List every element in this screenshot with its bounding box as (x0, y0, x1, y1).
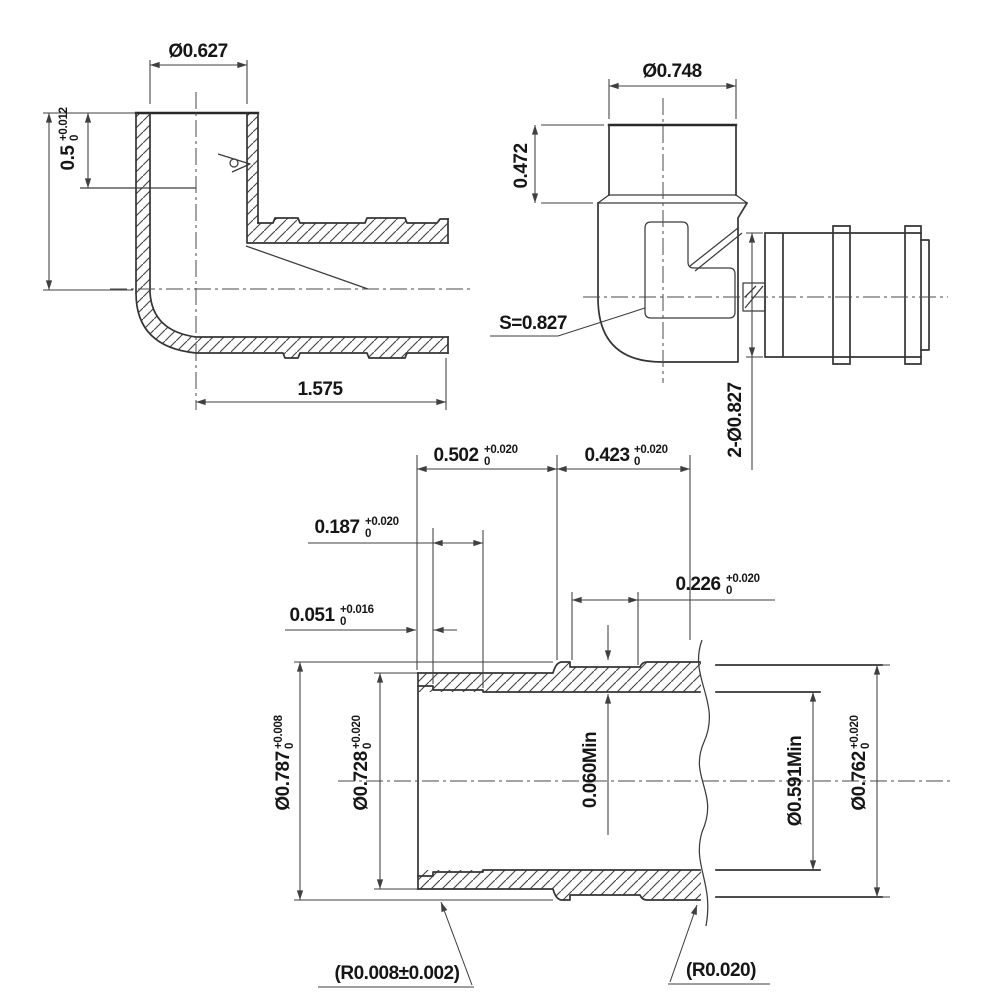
side-cone-edges (689, 227, 743, 272)
detail-outer-top (417, 661, 701, 674)
detail-dim-d-text: 0.051 (289, 605, 335, 626)
front-wall-hatch-right (247, 113, 448, 243)
detail-dim-od728-tol-minus: 0 (362, 743, 374, 749)
detail-dim-b-tol-minus: 0 (634, 456, 640, 468)
detail-dim-e-tol-plus: +0.020 (726, 573, 760, 585)
side-dim-dia-text: Ø0.748 (642, 61, 701, 82)
front-outer-top-barbs (257, 217, 449, 224)
detail-bore-bottom (417, 869, 701, 877)
side-dim-height-textgroup: 0.472 (511, 143, 532, 188)
detail-dim-od762-text: Ø0.762 (849, 751, 870, 810)
front-dim-depth-textgroup: 0.5 +0.012 0 (58, 107, 81, 170)
front-inner-left (149, 112, 449, 338)
front-dim-depth-tol-minus: 0 (69, 135, 81, 141)
detail-dim-od787-tol-plus: +0.008 (273, 714, 285, 749)
detail-dim-bore-textgroup: Ø0.591Min (785, 736, 806, 827)
side-barb-ring-1 (832, 225, 851, 365)
detail-dim-od728-text: Ø0.728 (351, 751, 372, 810)
detail-break-line (697, 639, 710, 927)
detail-dim-b-tol-plus: +0.020 (634, 444, 668, 456)
view-side: Ø0.748 0.472 S=0.827 2-Ø0.827 (490, 61, 948, 470)
detail-dim-od787-tol-minus: 0 (284, 743, 296, 749)
detail-dim-a-tol-plus: +0.020 (484, 444, 518, 456)
detail-radius-right-text: (R0.020) (686, 960, 756, 981)
detail-bore-top (417, 685, 701, 693)
detail-dim-od728-textgroup: Ø0.728 +0.020 0 (351, 715, 374, 810)
front-dim-depth-tol-plus: +0.012 (58, 107, 70, 141)
side-dim-height-text: 0.472 (511, 143, 532, 188)
side-barb-cylinder (764, 232, 922, 358)
detail-outer-bottom (417, 888, 701, 901)
surface-finish-icon (217, 153, 251, 173)
detail-dim-d-tol-minus: 0 (340, 616, 346, 628)
side-port-sides (608, 124, 737, 196)
detail-dim-od762-tol-plus: +0.020 (849, 715, 861, 749)
detail-dim-wall-textgroup: 0.060Min (580, 732, 601, 808)
side-flats-text: S=0.827 (499, 313, 567, 334)
detail-radius-left-leader (440, 901, 473, 986)
front-wall-hatch-left (136, 113, 448, 358)
side-barb-ring-2 (904, 225, 922, 365)
side-dim-barb-text: 2-Ø0.827 (725, 382, 746, 457)
detail-hatch-top (418, 662, 701, 692)
side-body-outline (597, 201, 749, 363)
side-port-flare (597, 194, 748, 204)
detail-dim-od728-tol-plus: +0.020 (351, 715, 363, 749)
detail-dim-e-tol-minus: 0 (726, 585, 732, 597)
detail-dim-bore-text: Ø0.591Min (785, 736, 806, 827)
detail-dim-od762-tol-minus: 0 (860, 743, 872, 749)
side-dim-barb-textgroup: 2-Ø0.827 (725, 382, 746, 457)
side-core-window (644, 221, 736, 319)
detail-dim-e-text: 0.226 (675, 574, 720, 595)
front-dim-dia-ext (149, 60, 248, 104)
view-detail-section: 0.502 +0.020 0 0.423 +0.020 0 0.187 +0.0… (273, 444, 952, 988)
detail-dim-od787-textgroup: Ø0.787 +0.008 0 (273, 714, 296, 810)
front-miter-edge (245, 245, 369, 290)
front-outer-left (135, 112, 197, 354)
detail-dim-wall-text: 0.060Min (580, 732, 601, 808)
front-dim-length-text: 1.575 (297, 379, 343, 400)
detail-dim-a-text: 0.502 (433, 445, 478, 466)
detail-dim-od762-textgroup: Ø0.762 +0.020 0 (849, 715, 872, 810)
detail-dim-c-text: 0.187 (314, 517, 359, 538)
side-flats-leader (557, 307, 646, 337)
front-inner-right (246, 112, 449, 244)
detail-dim-c-tol-plus: +0.020 (365, 516, 399, 528)
front-outer-bottom (195, 352, 449, 359)
side-dim-barb-ext (746, 232, 763, 358)
detail-dim-od787-text: Ø0.787 (273, 751, 294, 810)
detail-hatch-bottom (418, 870, 701, 900)
detail-dim-a-tol-minus: 0 (484, 456, 490, 468)
side-dim-height-ext (541, 124, 604, 204)
detail-dim-c-tol-minus: 0 (365, 528, 371, 540)
side-barb-end (920, 239, 930, 351)
side-dim-dia-ext (608, 79, 737, 119)
front-dim-depth-text: 0.5 (58, 145, 79, 171)
detail-radius-left-text: (R0.008±0.002) (335, 963, 460, 984)
view-front-section: Ø0.627 0.5 +0.012 0 1.575 (43, 41, 470, 410)
front-dim-dia-text: Ø0.627 (168, 41, 227, 62)
detail-radius-right-leader (669, 904, 698, 983)
detail-dim-b-text: 0.423 (584, 445, 629, 466)
detail-ext-lines (294, 455, 890, 901)
detail-dim-d-tol-plus: +0.016 (340, 604, 374, 616)
